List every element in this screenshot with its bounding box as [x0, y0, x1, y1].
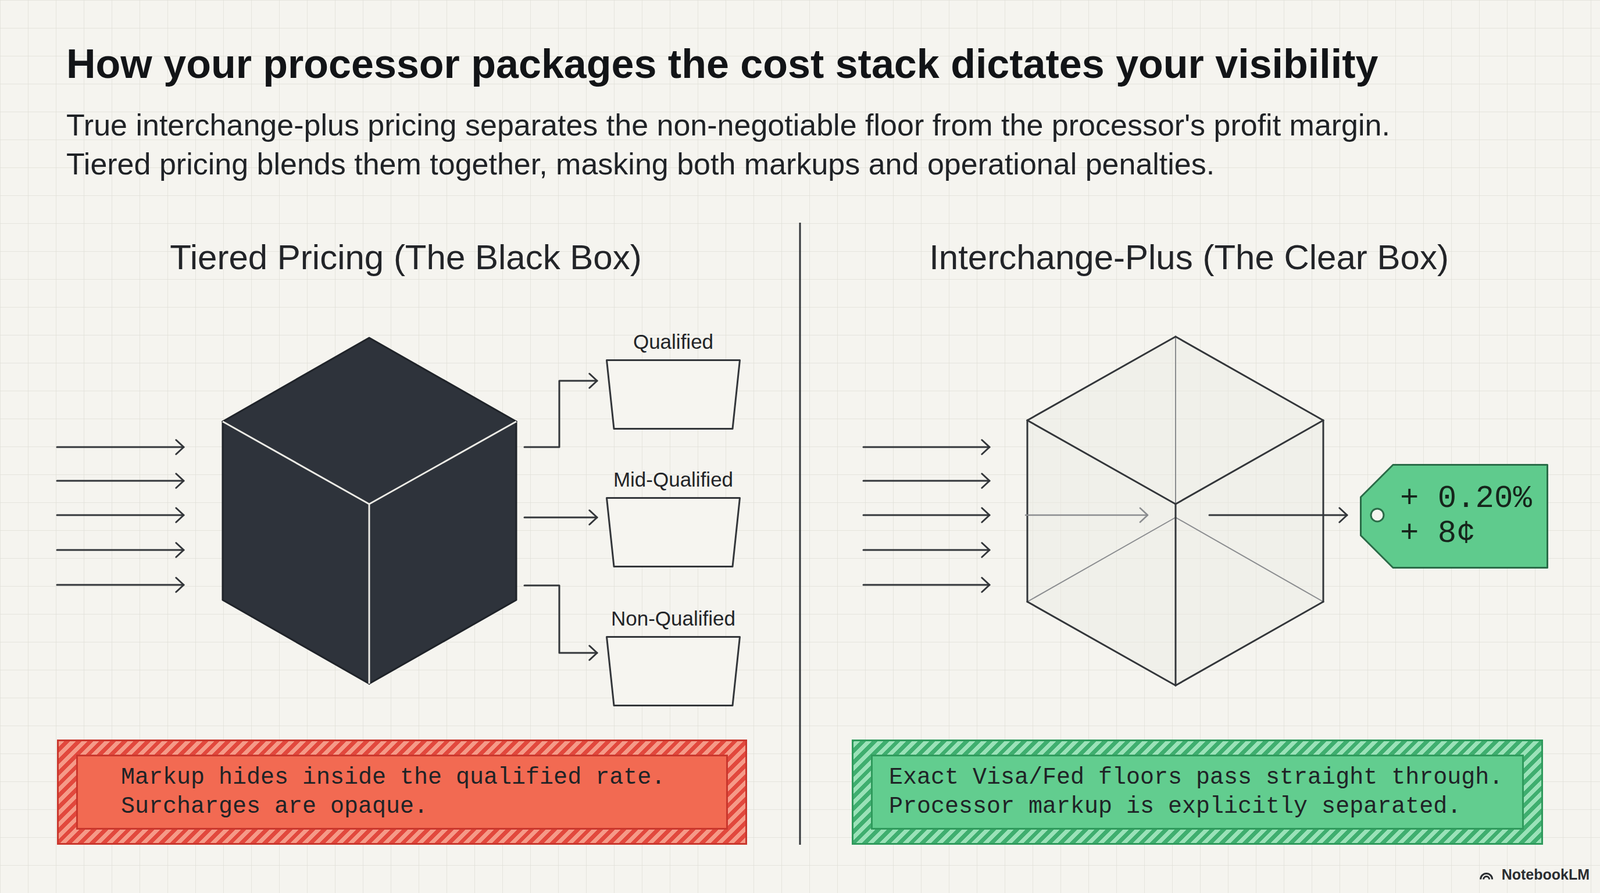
- input-arrow: [863, 508, 990, 523]
- black-box-cube: [222, 337, 517, 684]
- bin-shape: [606, 360, 741, 430]
- arrow-head: [176, 508, 184, 523]
- bin-label: Mid-Qualified: [613, 467, 734, 492]
- arrow-shaft: [524, 585, 598, 653]
- arrow-shaft: [1209, 514, 1348, 517]
- arrow-shaft: [863, 514, 990, 517]
- sort-arrow: [524, 510, 598, 525]
- cube-edge: [1027, 336, 1176, 421]
- pass-through-arrow: [1025, 508, 1148, 523]
- benefit-panel: Exact Visa/Fed floors pass straight thro…: [851, 739, 1544, 845]
- cube-edge: [369, 421, 517, 505]
- cube-face: [222, 421, 370, 684]
- watermark: NotebookLM: [1501, 866, 1590, 884]
- cube-edge: [1027, 420, 1176, 505]
- arrow-head: [981, 543, 990, 558]
- input-arrow: [56, 473, 184, 489]
- cube-edge: [1175, 420, 1324, 505]
- arrow-head: [981, 577, 990, 593]
- cube-face: [369, 421, 517, 684]
- input-arrow: [56, 577, 184, 593]
- hidden-edge: [1175, 517, 1324, 602]
- bin-shape: [606, 637, 741, 706]
- hidden-edge: [1027, 517, 1176, 602]
- column-heading: Interchange-Plus (The Clear Box): [929, 237, 1449, 278]
- arrow-head: [981, 440, 990, 455]
- arrow-head: [1339, 508, 1348, 523]
- bin-label: Qualified: [633, 329, 714, 355]
- panel-text: Markup hides inside the qualified rate. …: [76, 754, 728, 830]
- arrow-head: [589, 645, 598, 661]
- arrow-head: [176, 440, 184, 455]
- markup-arrow: [1209, 508, 1348, 523]
- bin-outline: [605, 359, 741, 430]
- markup-price-tag: + 0.20%+ 8¢: [1359, 463, 1549, 569]
- cube-fill: [1027, 336, 1324, 686]
- arrow-shaft: [863, 480, 990, 482]
- panel-text: Exact Visa/Fed floors pass straight thro…: [870, 754, 1524, 830]
- input-arrow: [863, 543, 990, 558]
- input-arrow: [56, 508, 184, 523]
- arrow-head: [589, 510, 598, 525]
- hidden-edge: [1175, 336, 1177, 505]
- cube-edge: [1026, 420, 1029, 602]
- arrow-head: [176, 577, 184, 593]
- cube-edge: [1027, 601, 1176, 686]
- arrow-shaft: [56, 584, 184, 587]
- input-arrow: [56, 543, 184, 558]
- cube-edge: [1322, 420, 1325, 602]
- cube-edge: [1175, 504, 1177, 686]
- input-arrow: [863, 440, 990, 455]
- bin-shape: [606, 498, 741, 567]
- cube-edge: [222, 421, 370, 505]
- arrow-head: [1140, 508, 1148, 523]
- input-arrow: [56, 440, 184, 455]
- arrow-shaft: [524, 516, 598, 519]
- bin-label: Non-Qualified: [611, 606, 736, 631]
- arrow-shaft: [56, 446, 184, 449]
- warning-panel: Markup hides inside the qualified rate. …: [56, 739, 748, 845]
- sort-arrow: [524, 585, 598, 660]
- input-arrow: [863, 577, 990, 593]
- markup-text: + 0.20%: [1400, 481, 1532, 517]
- arrow-shaft: [524, 380, 598, 448]
- clear-box-cube: [1027, 336, 1324, 686]
- rate-tier-bin: Mid-Qualified: [605, 467, 741, 568]
- caption: True interchange-plus pricing separates …: [66, 105, 1474, 184]
- bin-outline: [605, 497, 741, 568]
- arrow-shaft: [56, 480, 184, 482]
- arrow-shaft: [863, 584, 990, 587]
- rate-tier-bin: Qualified: [605, 329, 741, 430]
- arrow-shaft: [56, 549, 184, 552]
- tag-shape: [1361, 465, 1548, 569]
- arrow-head: [176, 543, 184, 558]
- title: How your processor packages the cost sta…: [66, 40, 1378, 88]
- column-heading: Tiered Pricing (The Black Box): [169, 237, 642, 278]
- column-divider: [799, 222, 802, 845]
- arrow-shaft: [1025, 514, 1148, 517]
- watermark-icon: [1480, 873, 1493, 880]
- cube-edge: [1175, 601, 1324, 686]
- arrow-shaft: [863, 446, 990, 449]
- arrow-head: [981, 508, 990, 523]
- cube-edge: [1175, 336, 1324, 421]
- arrow-head: [176, 473, 184, 489]
- arrow-shaft: [863, 549, 990, 552]
- rate-tier-bin: Non-Qualified: [605, 606, 741, 707]
- arrow-head: [589, 373, 598, 389]
- markup-text: + 8¢: [1400, 516, 1532, 552]
- arrow-head: [981, 473, 990, 489]
- input-arrow: [863, 473, 990, 489]
- tag-hole: [1370, 508, 1384, 522]
- cube-edge: [368, 504, 371, 684]
- arrow-shaft: [56, 514, 184, 517]
- bin-outline: [605, 636, 741, 707]
- sort-arrow: [524, 373, 598, 448]
